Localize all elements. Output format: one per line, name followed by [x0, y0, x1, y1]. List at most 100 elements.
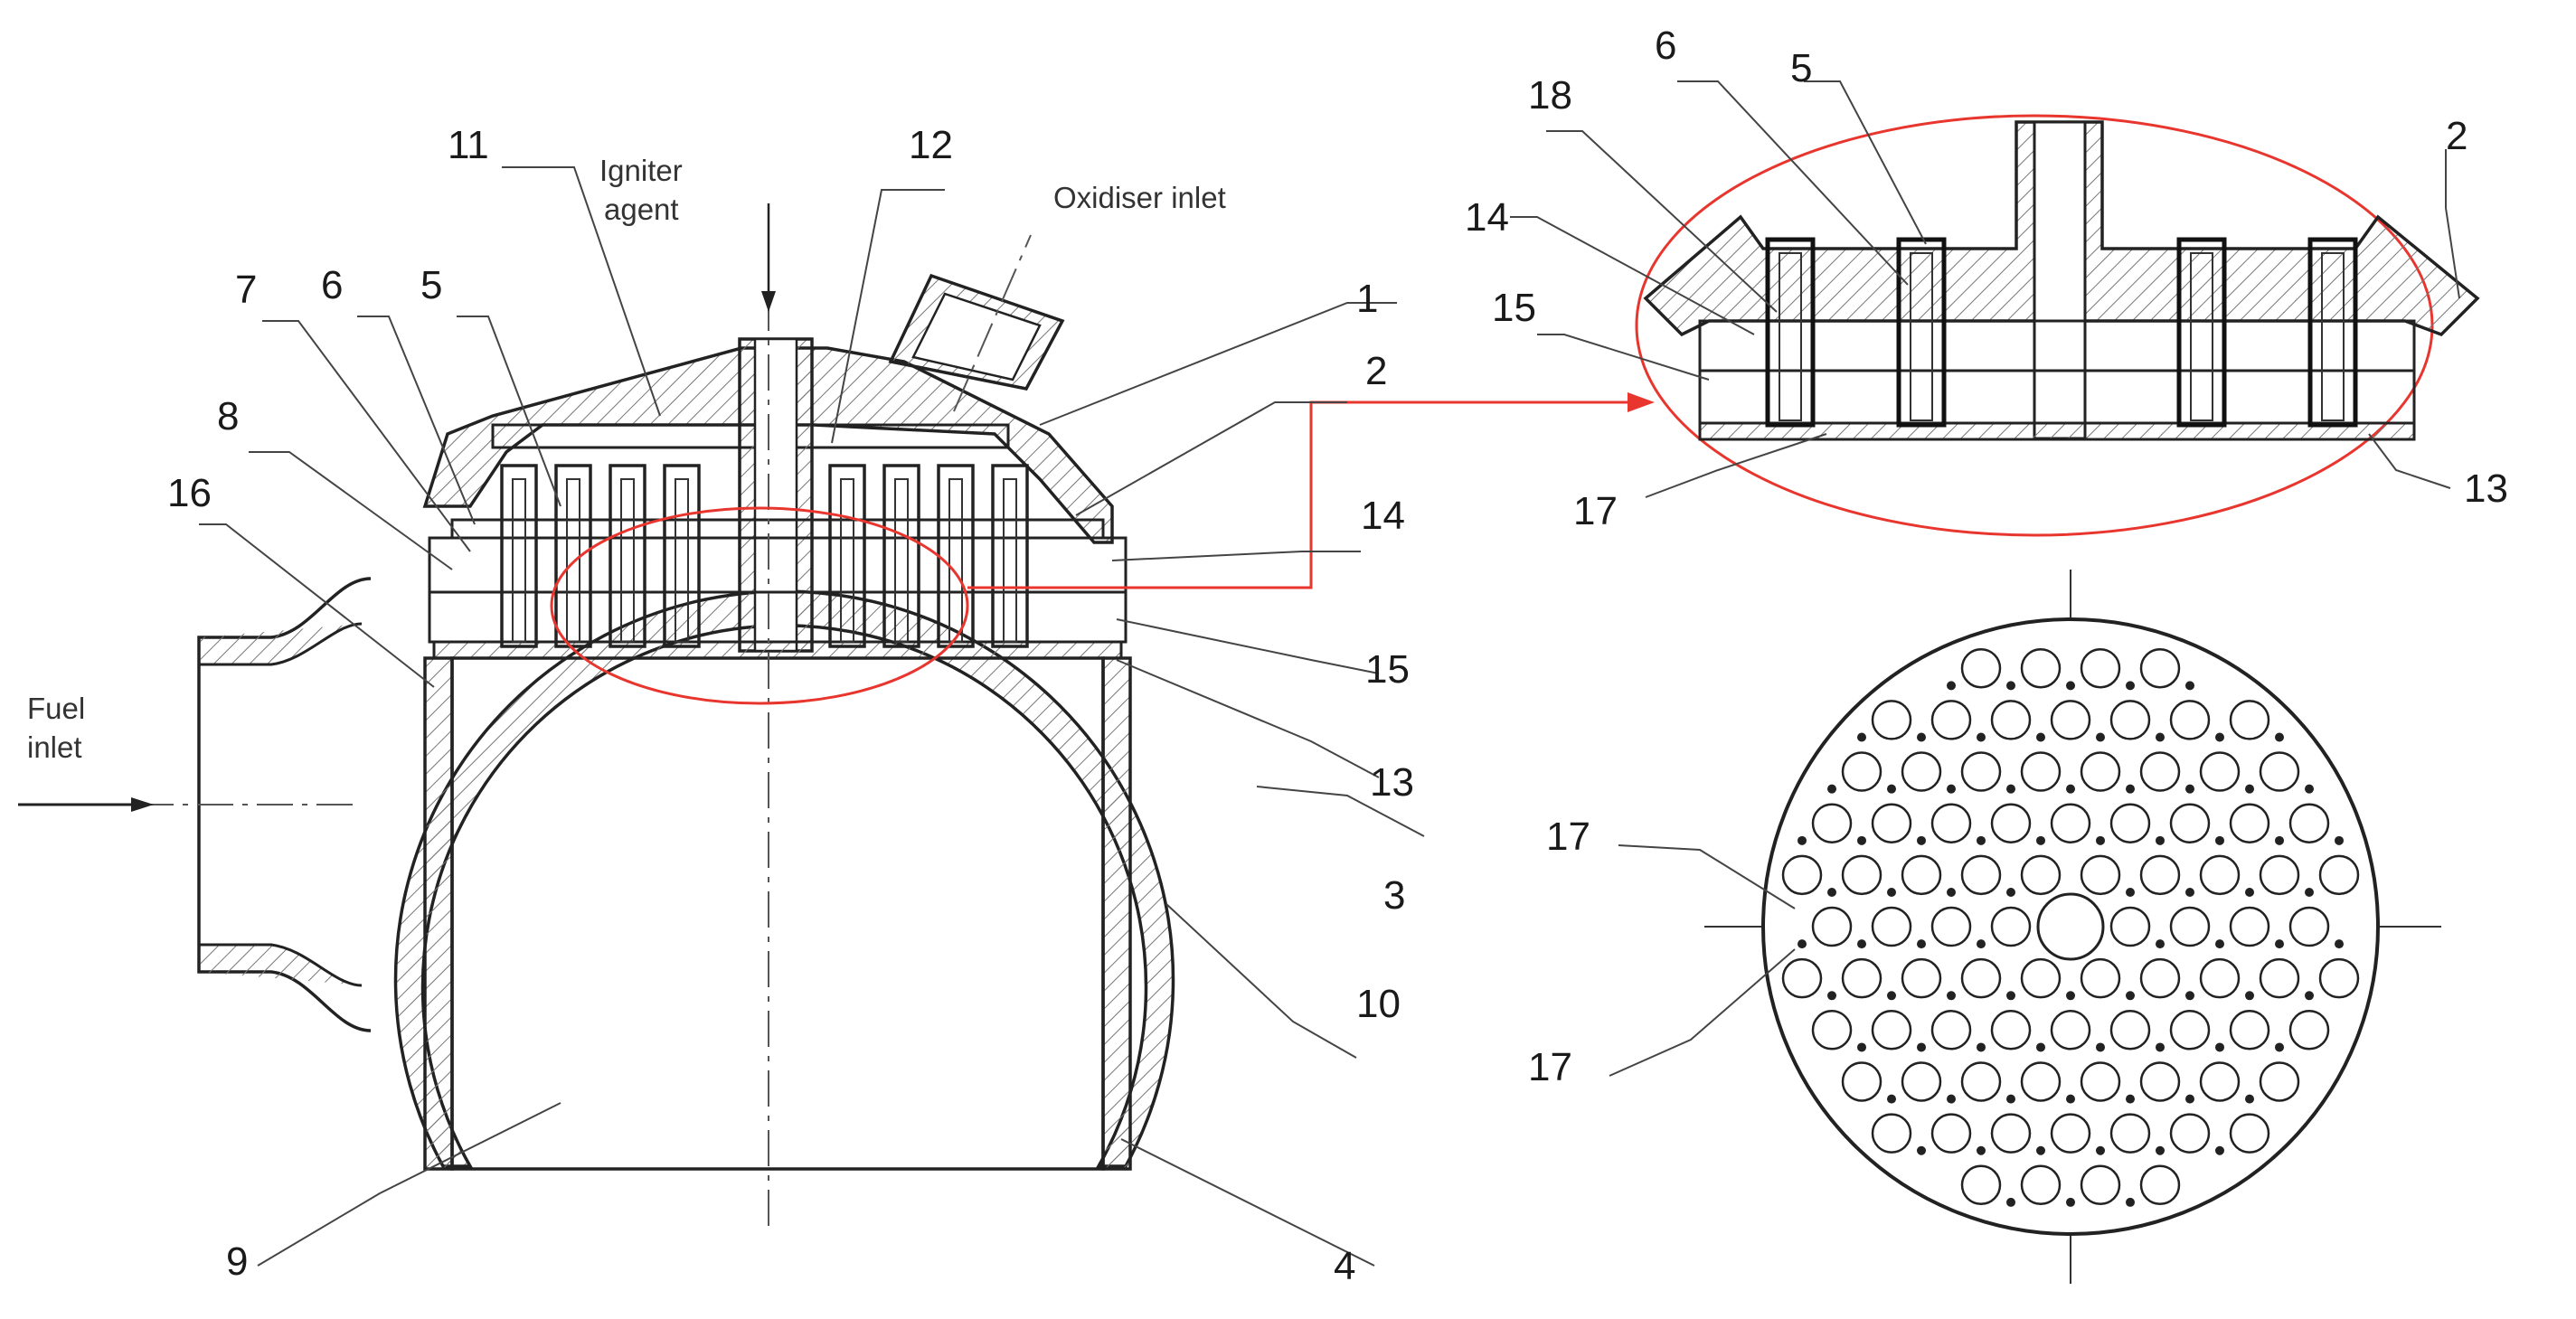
fuel-orifice [2006, 1197, 2015, 1207]
injector-hole [2169, 803, 2211, 843]
fuel-orifice [1917, 1145, 1926, 1155]
part-number-9: 9 [226, 1239, 248, 1284]
detail-number-13: 13 [2464, 466, 2508, 511]
injector-hole [1901, 957, 1942, 999]
part-number-13: 13 [1370, 760, 1414, 805]
fuel-orifice [2066, 681, 2075, 691]
detail-number-5: 5 [1790, 46, 1812, 90]
fuel-orifice [1977, 835, 1986, 845]
fuel-inlet-label: Fuel [27, 692, 85, 725]
fuel-orifice [1887, 1094, 1896, 1104]
injector-hole [1960, 854, 2002, 896]
injector-hole [2229, 1113, 2270, 1154]
injector-hole [2050, 1010, 2091, 1050]
injector-hole [2229, 700, 2270, 740]
injector-hole [2050, 1113, 2091, 1154]
fuel-orifice [1947, 887, 1956, 897]
part-number-10: 10 [1356, 982, 1401, 1026]
injector-hole [2080, 854, 2121, 896]
injector-hole [1811, 1010, 1853, 1050]
fuel-orifice [2275, 1042, 2284, 1052]
injector-hole [1781, 854, 1823, 896]
injector-hole [2318, 957, 2360, 999]
injector-hole [2109, 906, 2151, 947]
part-number-1: 1 [1356, 277, 1378, 321]
injector-hole [1781, 957, 1823, 999]
part-number-14: 14 [1361, 494, 1405, 538]
injector-hole [2259, 957, 2300, 999]
fuel-orifice [2215, 835, 2224, 845]
injector-hole [1901, 1061, 1942, 1102]
oxidiser-inlet-label: Oxidiser inlet [1053, 181, 1226, 214]
fuel-orifice [1857, 732, 1866, 742]
fuel-orifice [2305, 887, 2314, 897]
fuel-orifice [1917, 835, 1926, 845]
injector-hole [1990, 906, 2032, 947]
fuel-orifice [1887, 784, 1896, 794]
fuel-orifice [2126, 1197, 2135, 1207]
fuel-orifice [2036, 1042, 2045, 1052]
injector-hole [1841, 751, 1882, 792]
fuel-orifice [2245, 784, 2254, 794]
detail-leader-lines [1510, 80, 2460, 498]
injector-hole [2109, 1010, 2151, 1050]
fuel-orifice [2156, 732, 2165, 742]
injector-hole [1871, 1010, 1912, 1050]
part-number-12: 12 [909, 123, 953, 167]
fuel-orifice [2185, 784, 2194, 794]
injector-hole [2199, 1061, 2241, 1102]
injector-hole [2259, 1061, 2300, 1102]
fuel-orifice [2275, 939, 2284, 949]
injector-hole [2139, 1164, 2181, 1206]
injector-hole [1871, 700, 1912, 740]
fuel-orifice [1917, 732, 1926, 742]
injector-hole [2139, 854, 2181, 896]
fuel-orifice [2006, 681, 2015, 691]
fuel-orifice [2066, 1094, 2075, 1104]
injector-hole [1960, 1061, 2002, 1102]
fuel-orifice [1798, 939, 1807, 949]
fuel-orifice [1947, 1094, 1956, 1104]
plate-leader-lines [1609, 844, 1796, 1077]
fuel-orifice [2006, 887, 2015, 897]
fuel-orifice [2006, 784, 2015, 794]
fuel-orifice [1917, 939, 1926, 949]
main-section-view [18, 166, 1655, 1267]
injector-hole [1960, 957, 2002, 999]
injector-hole [2109, 803, 2151, 843]
fuel-orifice [1887, 887, 1896, 897]
fuel-inlet-label-2: inlet [27, 730, 82, 764]
detail-number-15: 15 [1492, 286, 1536, 330]
injector-hole [2169, 700, 2211, 740]
fuel-orifice [2275, 835, 2284, 845]
fuel-orifice [1917, 1042, 1926, 1052]
fuel-orifice [2126, 681, 2135, 691]
injector-hole [2229, 906, 2270, 947]
combustion-chamber [450, 656, 1105, 1171]
part-number-11: 11 [448, 123, 489, 167]
injector-hole [2080, 1061, 2121, 1102]
fuel-orifice [2066, 784, 2075, 794]
injector-hole [1990, 1113, 2032, 1154]
injector-hole [1960, 751, 2002, 792]
fuel-orifice [1857, 835, 1866, 845]
fuel-orifice [1977, 732, 1986, 742]
fuel-orifice [2126, 991, 2135, 1001]
injector-hole [2109, 1113, 2151, 1154]
detail-highlight-ellipse [550, 506, 969, 705]
plate-number-17-bottom: 17 [1528, 1045, 1572, 1089]
igniter-agent-label: Igniter [599, 154, 683, 187]
injector-hole [2020, 1164, 2062, 1206]
part-number-4: 4 [1334, 1244, 1355, 1288]
fuel-orifice [1977, 1042, 1986, 1052]
injector-hole [2109, 700, 2151, 740]
injector-hole [2318, 854, 2360, 896]
injector-hole [2288, 803, 2330, 843]
detail-number-2: 2 [2446, 114, 2467, 158]
injector-hole [1930, 1113, 1972, 1154]
fuel-orifice [2066, 1197, 2075, 1207]
injector-elements-left [500, 464, 701, 648]
fuel-orifice [2185, 1094, 2194, 1104]
injector-hole [2199, 957, 2241, 999]
injector-hole [2020, 854, 2062, 896]
